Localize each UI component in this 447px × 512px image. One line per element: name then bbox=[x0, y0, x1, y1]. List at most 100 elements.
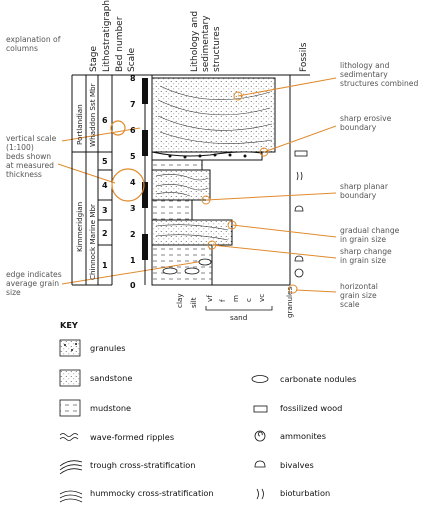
annotation-beds-line-1: beds shown bbox=[6, 152, 51, 161]
log-columns bbox=[71, 75, 113, 286]
annotation-gradual-line-2: in grain size bbox=[340, 235, 386, 244]
ammonite-key-icon bbox=[254, 430, 266, 442]
header-lithology-line-1: Lithology and bbox=[190, 11, 200, 72]
bioturbation-icon bbox=[296, 171, 303, 181]
key-item-mudstone: mudstone bbox=[90, 403, 131, 413]
annotation-sharp-change: sharp change in grain size bbox=[207, 240, 392, 265]
key-item-ammonites: ammonites bbox=[280, 431, 326, 441]
bivalve-key-icon bbox=[254, 460, 266, 468]
annotation-lithology: lithology and sedimentary structures com… bbox=[233, 61, 418, 101]
sandstone-swatch-icon bbox=[59, 369, 81, 387]
fossilized-wood-icon bbox=[294, 150, 308, 157]
scale-tick-4: 4 bbox=[130, 178, 136, 187]
annotation-vscale-line-1: vertical scale bbox=[6, 134, 57, 143]
header-bed-number: Bed number bbox=[115, 16, 125, 72]
grain-label-f: f bbox=[218, 299, 227, 302]
annotation-planar: sharp planar boundary bbox=[201, 182, 389, 205]
grain-label-vc: vc bbox=[257, 294, 266, 302]
bed-number-3: 3 bbox=[102, 206, 108, 215]
carbonate-nodules-icon bbox=[251, 375, 269, 383]
bed-number-1: 1 bbox=[102, 261, 108, 270]
annotation-horizontal-line-3: scale bbox=[340, 300, 360, 309]
annotation-gradual: gradual change in grain size bbox=[227, 220, 400, 244]
wave-ripples-swatch-icon bbox=[59, 433, 79, 441]
leader-line-planar bbox=[205, 192, 337, 201]
annotation-erosive: sharp erosive boundary bbox=[259, 114, 392, 157]
key-title: KEY bbox=[60, 320, 79, 330]
scale-tick-7: 7 bbox=[130, 100, 136, 109]
annotation-columns-line-1: explanation of bbox=[6, 35, 61, 44]
annotation-horizontal-scale: horizontal grain size scale bbox=[288, 282, 378, 309]
grain-label-m: m bbox=[231, 295, 240, 302]
key-item-sandstone: sandstone bbox=[90, 373, 132, 383]
grain-label-silt: silt bbox=[189, 297, 198, 308]
key-section: KEY granules sandstone mudstone wave-for… bbox=[59, 320, 356, 503]
annotation-edge-line-2: average grain bbox=[6, 279, 59, 288]
annotation-horizontal-line-1: horizontal bbox=[340, 282, 378, 291]
bed-number-2: 2 bbox=[102, 229, 108, 238]
header-lithology-line-3: structures bbox=[212, 26, 222, 72]
scale-tick-8: 8 bbox=[130, 74, 136, 83]
leader-line-vscale bbox=[61, 127, 141, 142]
header-lithostratigraphy: Lithostratigraphy bbox=[102, 0, 112, 72]
annotation-sharp-change-line-1: sharp change bbox=[340, 247, 392, 256]
leader-line-gradual bbox=[231, 224, 337, 238]
key-item-bioturbation: bioturbation bbox=[280, 488, 330, 498]
key-item-bivalves: bivalves bbox=[280, 460, 314, 470]
annotation-columns-line-2: columns bbox=[6, 44, 38, 53]
trough-cross-strat-swatch-icon bbox=[59, 460, 83, 475]
bed-number-4: 4 bbox=[102, 181, 108, 190]
fossils-column bbox=[289, 75, 308, 285]
stage-portlandian: Portlandian bbox=[75, 104, 84, 145]
annotation-beds-line-2: at measured bbox=[6, 161, 54, 170]
member-chinnock: Chinnock Marine Mbr bbox=[88, 204, 97, 280]
annotation-planar-line-1: sharp planar bbox=[340, 182, 389, 191]
bivalve-icon-lower bbox=[294, 255, 304, 262]
annotation-beds: beds shown at measured thickness bbox=[6, 152, 116, 184]
grain-label-c: c bbox=[244, 298, 253, 302]
header-fossils: Fossils bbox=[299, 42, 309, 72]
header-lithology-line-2: sedimentary bbox=[201, 15, 211, 72]
annotation-erosive-line-2: boundary bbox=[340, 123, 377, 132]
bioturbation-key-icon bbox=[256, 488, 264, 500]
scale-tick-6: 6 bbox=[130, 126, 136, 135]
leader-line-sharp-change bbox=[211, 244, 337, 259]
annotation-lithology-line-2: sedimentary bbox=[340, 70, 388, 79]
key-item-granules: granules bbox=[90, 343, 126, 353]
annotation-columns: explanation of columns bbox=[6, 35, 61, 53]
fossilized-wood-key-icon bbox=[253, 405, 268, 413]
annotation-planar-line-2: boundary bbox=[340, 191, 377, 200]
bed-number-5: 5 bbox=[102, 157, 108, 166]
stage-kimmeridgian: Kimmeridgian bbox=[75, 202, 84, 252]
leader-line-horizontal bbox=[295, 289, 337, 293]
highlight-circle-scale bbox=[110, 120, 126, 136]
annotation-erosive-line-1: sharp erosive bbox=[340, 114, 392, 123]
annotation-horizontal-line-2: grain size bbox=[340, 291, 377, 300]
key-item-trough: trough cross-stratification bbox=[90, 460, 195, 470]
mudstone-swatch-icon bbox=[59, 399, 81, 417]
granules-swatch-icon bbox=[59, 339, 81, 357]
scale-tick-3: 3 bbox=[130, 204, 136, 213]
scale-tick-2: 2 bbox=[130, 230, 136, 239]
key-item-carbonate-nodules: carbonate nodules bbox=[280, 374, 356, 384]
annotation-vscale-line-2: (1:100) bbox=[6, 143, 34, 152]
header-stage: Stage bbox=[89, 46, 99, 72]
header-scale: Scale bbox=[127, 47, 137, 72]
lithology-column bbox=[151, 75, 276, 286]
grain-label-vf: vf bbox=[205, 295, 214, 302]
annotation-lithology-line-3: structures combined bbox=[340, 79, 418, 88]
bivalve-icon bbox=[294, 205, 304, 212]
member-whaddon: Whaddon Sst Mbr bbox=[88, 83, 97, 147]
key-item-wave-ripples: wave-formed ripples bbox=[90, 432, 174, 442]
scale-tick-0: 0 bbox=[130, 281, 136, 290]
annotation-vertical-scale: vertical scale (1:100) bbox=[6, 127, 141, 152]
grain-size-axis: clay silt vf f m c vc granules sand bbox=[152, 284, 294, 322]
vertical-scale: 8 7 6 5 4 3 2 1 0 bbox=[130, 74, 148, 290]
annotation-edge-line-1: edge indicates bbox=[6, 270, 62, 279]
ammonite-icon bbox=[294, 268, 304, 278]
key-item-hummocky: hummocky cross-stratification bbox=[90, 488, 214, 498]
annotation-lithology-line-1: lithology and bbox=[340, 61, 390, 70]
grain-label-granules: granules bbox=[285, 287, 294, 318]
